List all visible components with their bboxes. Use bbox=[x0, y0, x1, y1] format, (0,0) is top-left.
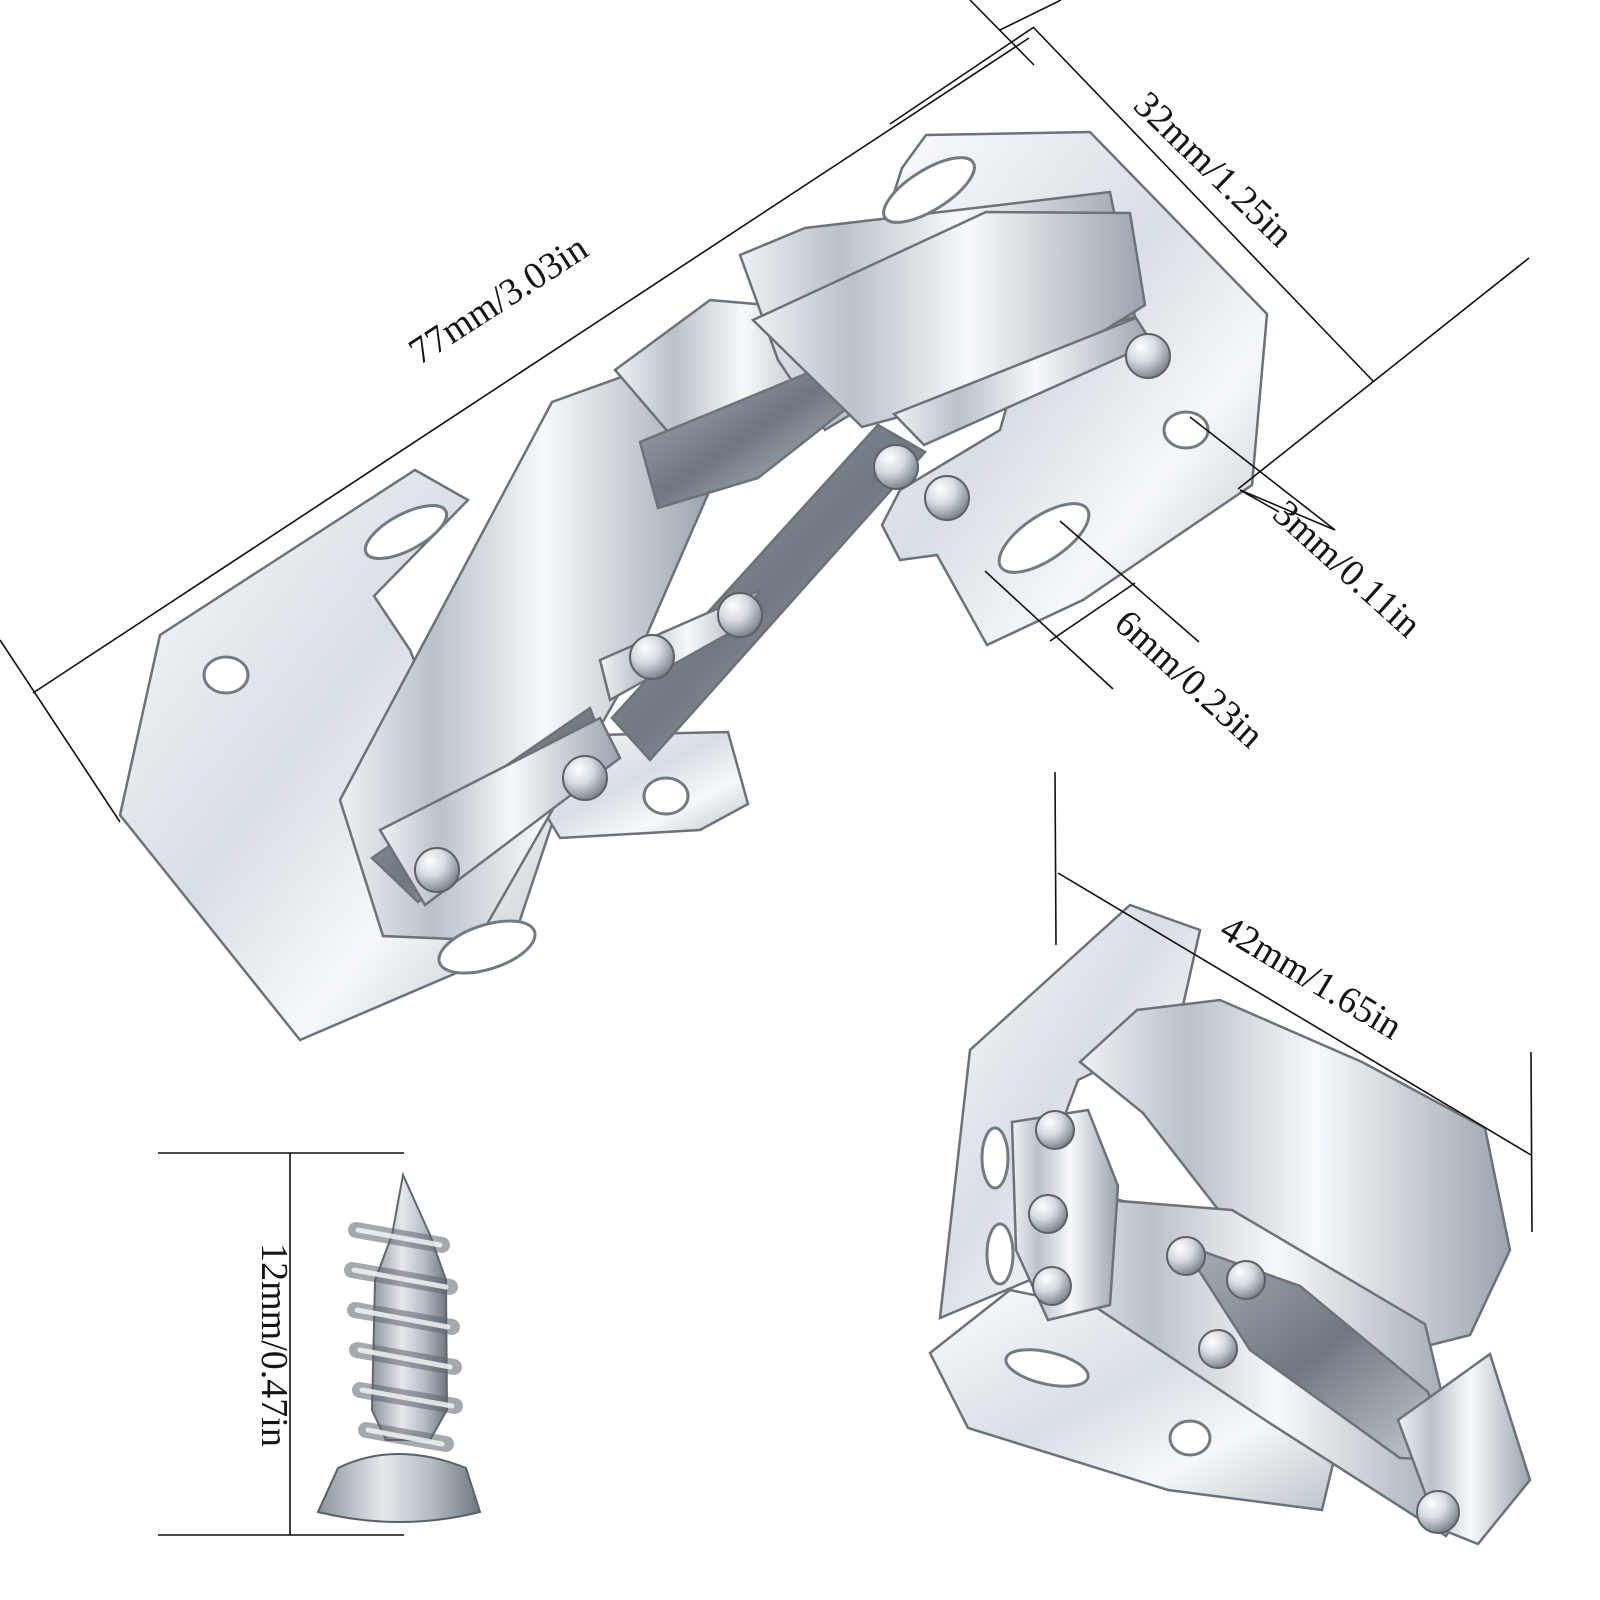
length-label: 77mm/3.03in bbox=[402, 227, 596, 373]
hole-width-label: 3mm/0.11in bbox=[1265, 492, 1429, 646]
screw-length-label: 12mm/0.47in bbox=[253, 1243, 295, 1447]
cabinet-hinge-icon bbox=[118, 130, 1269, 1042]
countersunk-screw-icon bbox=[316, 1171, 482, 1523]
dimension-lines bbox=[0, 0, 1533, 1536]
hole-length-label: 6mm/0.23in bbox=[1106, 602, 1271, 757]
folded-hinge-icon bbox=[928, 903, 1532, 1546]
